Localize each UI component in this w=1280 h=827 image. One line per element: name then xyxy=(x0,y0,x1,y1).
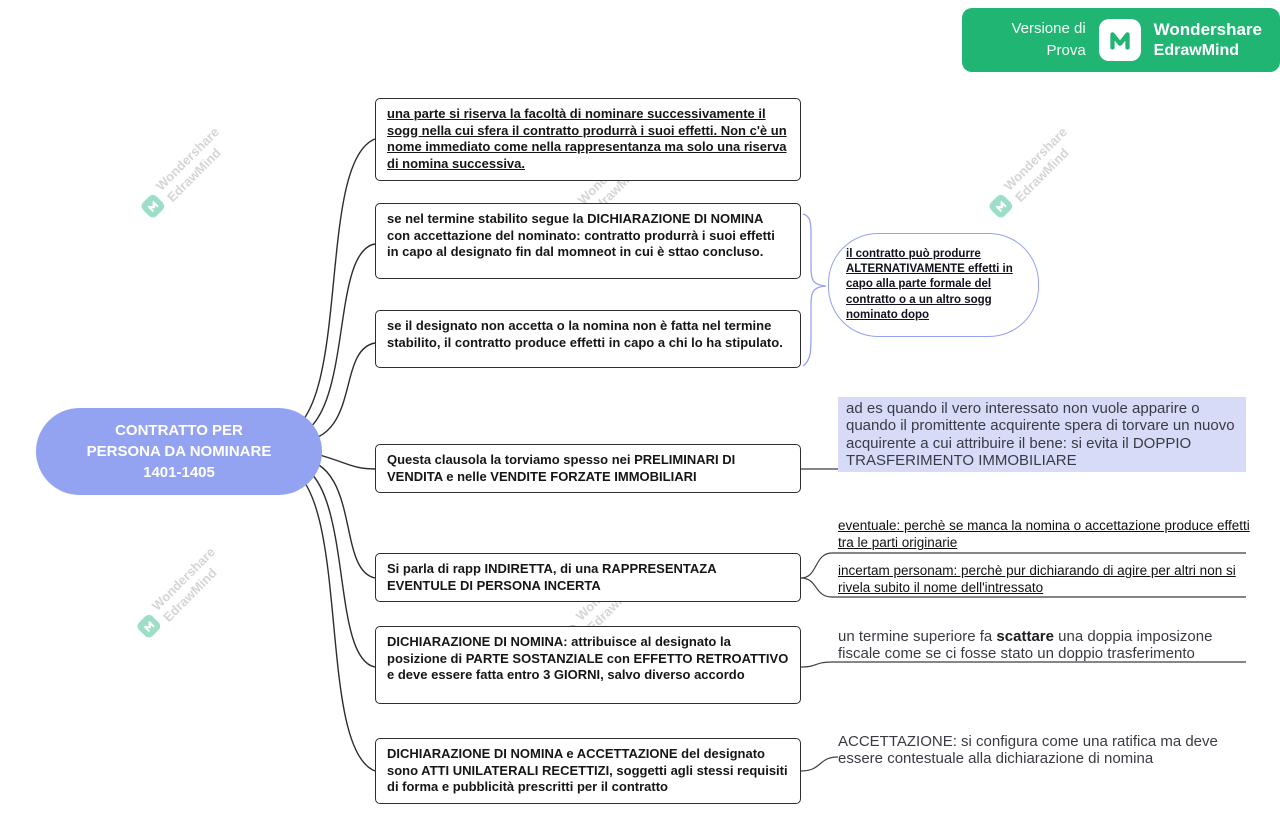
branch-connector xyxy=(290,243,376,439)
topic-box-clausola-preliminari[interactable]: Questa clausola la torviamo spesso nei P… xyxy=(375,444,801,494)
branch-connector xyxy=(285,138,376,435)
annotation-eventuale[interactable]: eventuale: perchè se manca la nomina o a… xyxy=(838,518,1250,551)
brand-name-edrawmind: EdrawMind xyxy=(1153,41,1240,59)
callout-bubble-alternativamente[interactable]: il contratto può produrre ALTERNATIVAMEN… xyxy=(828,233,1039,337)
annotation-termine-superiore[interactable]: un termine superiore fa scattare una dop… xyxy=(838,628,1243,663)
annotation-termine-prefix: un termine superiore fa xyxy=(838,628,997,645)
topic-box-atti-unilaterali-recettizi[interactable]: DICHIARAZIONE DI NOMINA e ACCETTAZIONE d… xyxy=(375,738,801,804)
annotation-connector xyxy=(800,661,1246,668)
annotation-incertam-personam[interactable]: incertam personam: perchè pur dichiarand… xyxy=(838,563,1236,596)
topic-box-dichiarazione-3-giorni[interactable]: DICHIARAZIONE DI NOMINA: attribuisce al … xyxy=(375,626,801,704)
topic-box-riserva-nomina[interactable]: una parte si riserva la facoltà di nomin… xyxy=(375,98,801,181)
annotation-doppio-trasferimento[interactable]: ad es quando il vero interessato non vuo… xyxy=(838,397,1246,473)
trial-version-banner[interactable]: Versione di Prova Wondershare EdrawMind xyxy=(962,8,1280,72)
annotation-termine-suffix: una doppia imposizone fiscale come se ci… xyxy=(838,628,1213,663)
branch-connector xyxy=(285,465,376,772)
annotation-connector xyxy=(800,756,839,772)
brand-name: Wondershare EdrawMind xyxy=(1154,19,1262,60)
edrawmind-watermark-icon xyxy=(135,612,163,640)
topic-box-rapp-indiretta[interactable]: Si parla di rapp INDIRETTA, di una RAPPR… xyxy=(375,553,801,603)
central-topic[interactable]: CONTRATTO PER PERSONA DA NOMINARE 1401-1… xyxy=(36,408,322,495)
edrawmind-watermark-icon xyxy=(987,192,1015,220)
trial-version-label: Versione di Prova xyxy=(1011,20,1086,59)
branch-connector xyxy=(315,453,376,470)
edrawmind-watermark-icon xyxy=(139,192,167,220)
brand-name-wondershare: Wondershare xyxy=(1153,20,1262,40)
branch-connector xyxy=(290,461,376,668)
brace-connector xyxy=(802,213,827,367)
edrawmind-logo-icon xyxy=(1098,19,1141,61)
annotation-accettazione[interactable]: ACCETTAZIONE: si configura come una rati… xyxy=(838,733,1218,768)
annotation-termine-bold: scattare xyxy=(996,628,1054,645)
topic-box-dichiarazione-di-nomina[interactable]: se nel termine stabilito segue la DICHIA… xyxy=(375,203,801,279)
topic-box-designato-non-accetta[interactable]: se il designato non accetta o la nomina … xyxy=(375,310,801,368)
